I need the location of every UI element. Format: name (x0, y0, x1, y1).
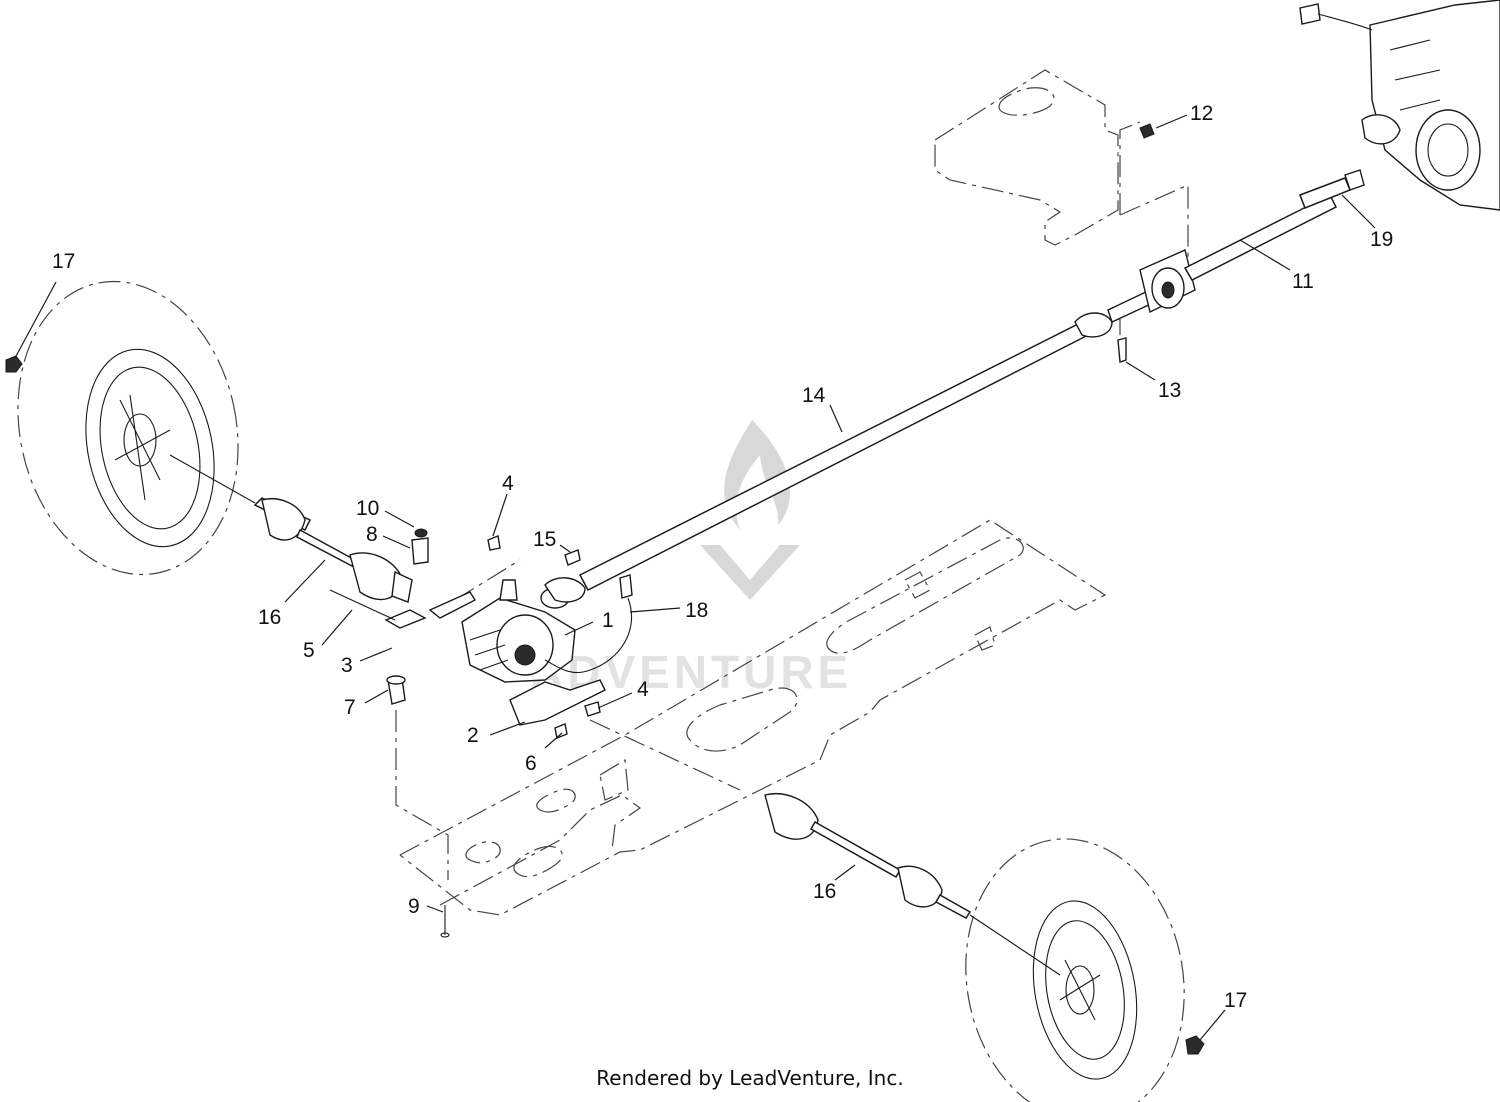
callout-1: 1 (602, 609, 614, 632)
front-drive-shaft (544, 289, 1156, 603)
callout-4-upper: 4 (502, 472, 514, 495)
sensor-wire (544, 574, 633, 674)
rear-drive-shaft (1183, 169, 1365, 281)
callout-leaders (14, 114, 1376, 1041)
right-wheel (965, 838, 1205, 1102)
left-axle-shaft (169, 454, 413, 603)
mount-bracket (329, 528, 606, 938)
callout-17-right: 17 (1224, 989, 1247, 1012)
callout-5: 5 (303, 639, 315, 662)
callout-15: 15 (533, 528, 556, 551)
callout-16-left: 16 (258, 606, 281, 629)
left-wheel (5, 280, 239, 576)
render-credit: Rendered by LeadVenture, Inc. (596, 1066, 904, 1090)
hardware (554, 123, 1155, 739)
upper-bracket-outline (934, 69, 1189, 270)
callout-16-right: 16 (813, 880, 836, 903)
callout-3: 3 (341, 654, 353, 677)
callout-2: 2 (467, 724, 479, 747)
callout-6: 6 (525, 752, 537, 775)
frame-outline (399, 519, 1107, 916)
callout-labels: 1 2 3 4 4 5 6 7 8 9 10 11 12 13 14 15 16… (52, 102, 1393, 1012)
callout-19: 19 (1370, 228, 1393, 251)
callout-10: 10 (356, 497, 379, 520)
callout-18: 18 (685, 599, 708, 622)
right-axle-shaft (764, 793, 1061, 976)
callout-12: 12 (1190, 102, 1213, 125)
callout-8: 8 (366, 523, 378, 546)
callout-4-lower: 4 (637, 678, 649, 701)
callout-17-left: 17 (52, 250, 75, 273)
callout-13: 13 (1158, 379, 1181, 402)
callout-11: 11 (1292, 270, 1314, 293)
transaxle (1299, 0, 1500, 211)
callout-9: 9 (408, 895, 420, 918)
callout-7: 7 (344, 696, 356, 719)
carrier-bearing (1117, 249, 1196, 363)
callout-14: 14 (802, 384, 826, 407)
